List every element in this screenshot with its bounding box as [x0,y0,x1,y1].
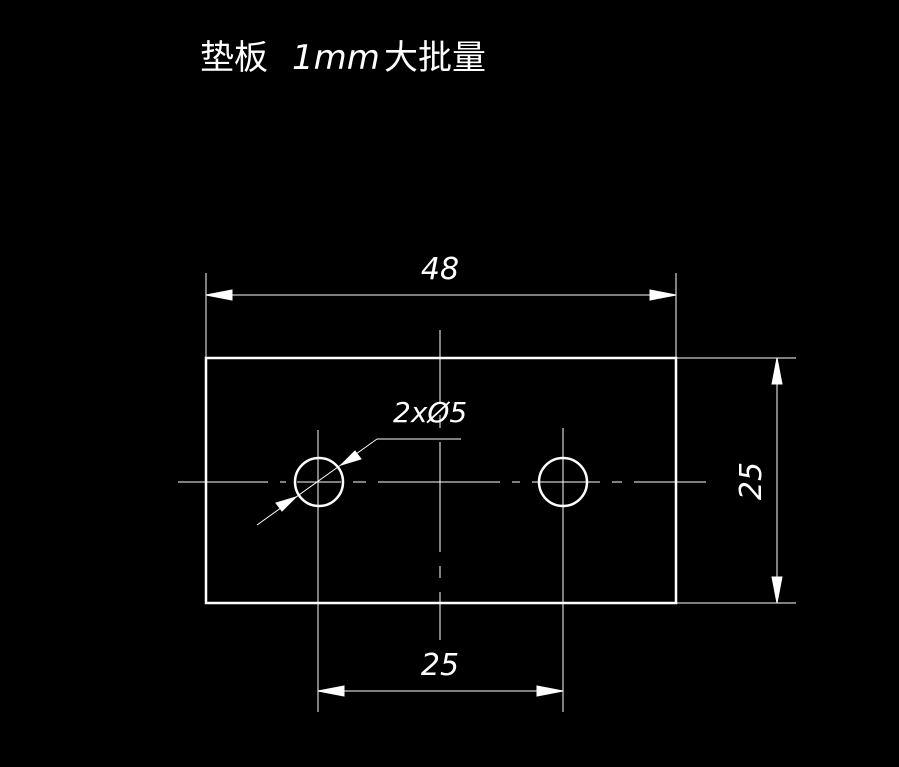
arrowhead [205,289,233,301]
hole-callout-leader [256,438,461,526]
holes [293,456,589,508]
dimension-width [205,273,677,358]
dimension-height [676,357,796,604]
dimension-width-value: 48 [421,252,459,287]
part-outline [204,356,678,605]
hole-callout-text: 2xØ5 [393,396,467,429]
title-block: 垫板 1mm 大批量 [200,38,486,78]
hole-left [293,456,345,508]
arrowhead [317,685,345,697]
arrowhead [536,685,564,697]
dimension-height-value: 25 [734,462,769,500]
centerlines [178,330,706,712]
quantity-label: 大批量 [384,38,486,78]
thickness-label: 1mm [292,38,380,78]
arrowhead [275,496,297,512]
arrowhead [771,576,783,604]
hole-right [537,456,589,508]
dimension-hole-spacing-value: 25 [421,648,459,683]
dimension-hole-spacing [317,685,564,697]
arrowhead [340,450,362,466]
arrowhead [771,357,783,385]
part-name-label: 垫板 [200,38,268,78]
arrowhead [649,289,677,301]
